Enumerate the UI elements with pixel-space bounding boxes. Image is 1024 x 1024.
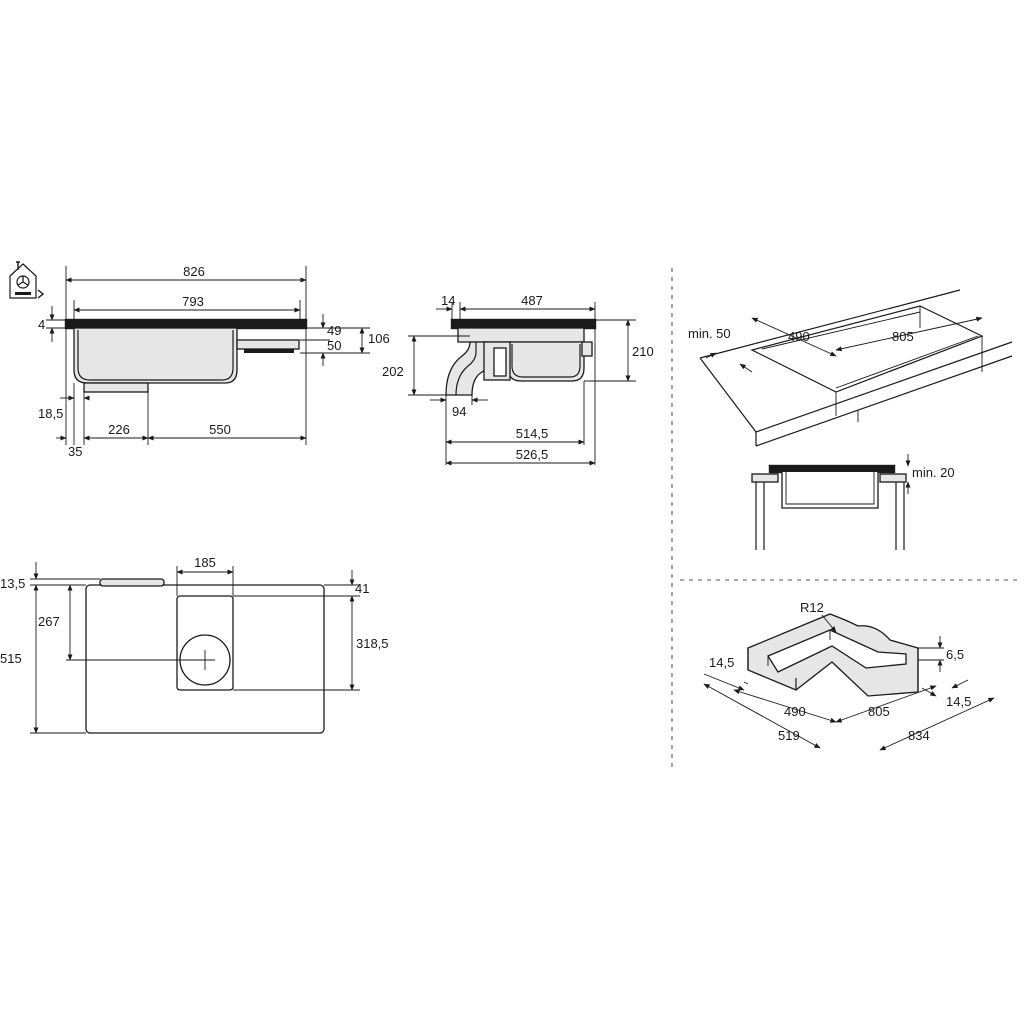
dim-14-5-left: 14,5 — [709, 655, 734, 670]
dim-13-5: 13,5 — [0, 576, 25, 591]
dim-514-5: 514,5 — [516, 426, 549, 441]
dim-490-bottom: 490 — [784, 704, 806, 719]
dim-210: 210 — [632, 344, 654, 359]
side-view: 826 793 4 49 50 106 18,5 226 550 — [38, 264, 390, 459]
dim-826: 826 — [183, 264, 205, 279]
dim-202: 202 — [382, 364, 404, 379]
dim-805-bottom: 805 — [868, 704, 890, 719]
dim-487: 487 — [521, 293, 543, 308]
dim-834: 834 — [908, 728, 930, 743]
section-body — [507, 341, 585, 382]
dim-6-5: 6,5 — [946, 647, 964, 662]
dim-94: 94 — [452, 404, 466, 419]
dim-185: 185 — [194, 555, 216, 570]
dim-49: 49 — [327, 323, 341, 338]
plan-view: 185 13,5 515 267 41 318,5 — [0, 555, 389, 734]
dim-r12: R12 — [800, 600, 824, 615]
dim-526-5: 526,5 — [516, 447, 549, 462]
built-in-house-icon — [9, 261, 45, 299]
hob-glass-section — [768, 464, 896, 474]
dim-35: 35 — [68, 444, 82, 459]
worktop-section-right — [879, 473, 907, 483]
dim-226: 226 — [108, 422, 130, 437]
dim-106: 106 — [368, 331, 390, 346]
dim-18-5: 18,5 — [38, 406, 63, 421]
glass-top — [64, 318, 308, 330]
dim-519: 519 — [778, 728, 800, 743]
section-view: 14 487 210 202 94 514,5 526,5 — [382, 293, 654, 466]
dim-550: 550 — [209, 422, 231, 437]
dim-min-50: min. 50 — [688, 326, 731, 341]
dim-793: 793 — [182, 294, 204, 309]
worktop-section-left — [751, 473, 779, 483]
hob-body — [73, 327, 238, 384]
dim-41: 41 — [355, 581, 369, 596]
corner-view: R12 14,5 6,5 14,5 490 805 519 834 — [703, 600, 995, 751]
section-glass-top — [450, 318, 597, 330]
fan-motor — [83, 382, 149, 393]
dim-515: 515 — [0, 651, 22, 666]
control-bump — [99, 578, 165, 587]
dim-min-20: min. 20 — [912, 465, 955, 480]
hob-body-section — [781, 472, 879, 509]
dim-14: 14 — [441, 293, 455, 308]
dim-14-5-right: 14,5 — [946, 694, 971, 709]
dim-490-top: 490 — [788, 329, 810, 344]
dim-267: 267 — [38, 614, 60, 629]
cutout-view: min. 50 490 805 min. 20 — [688, 289, 1013, 550]
dim-4: 4 — [38, 317, 45, 332]
dim-318-5: 318,5 — [356, 636, 389, 651]
dim-805-top: 805 — [892, 329, 914, 344]
dim-50: 50 — [327, 338, 341, 353]
